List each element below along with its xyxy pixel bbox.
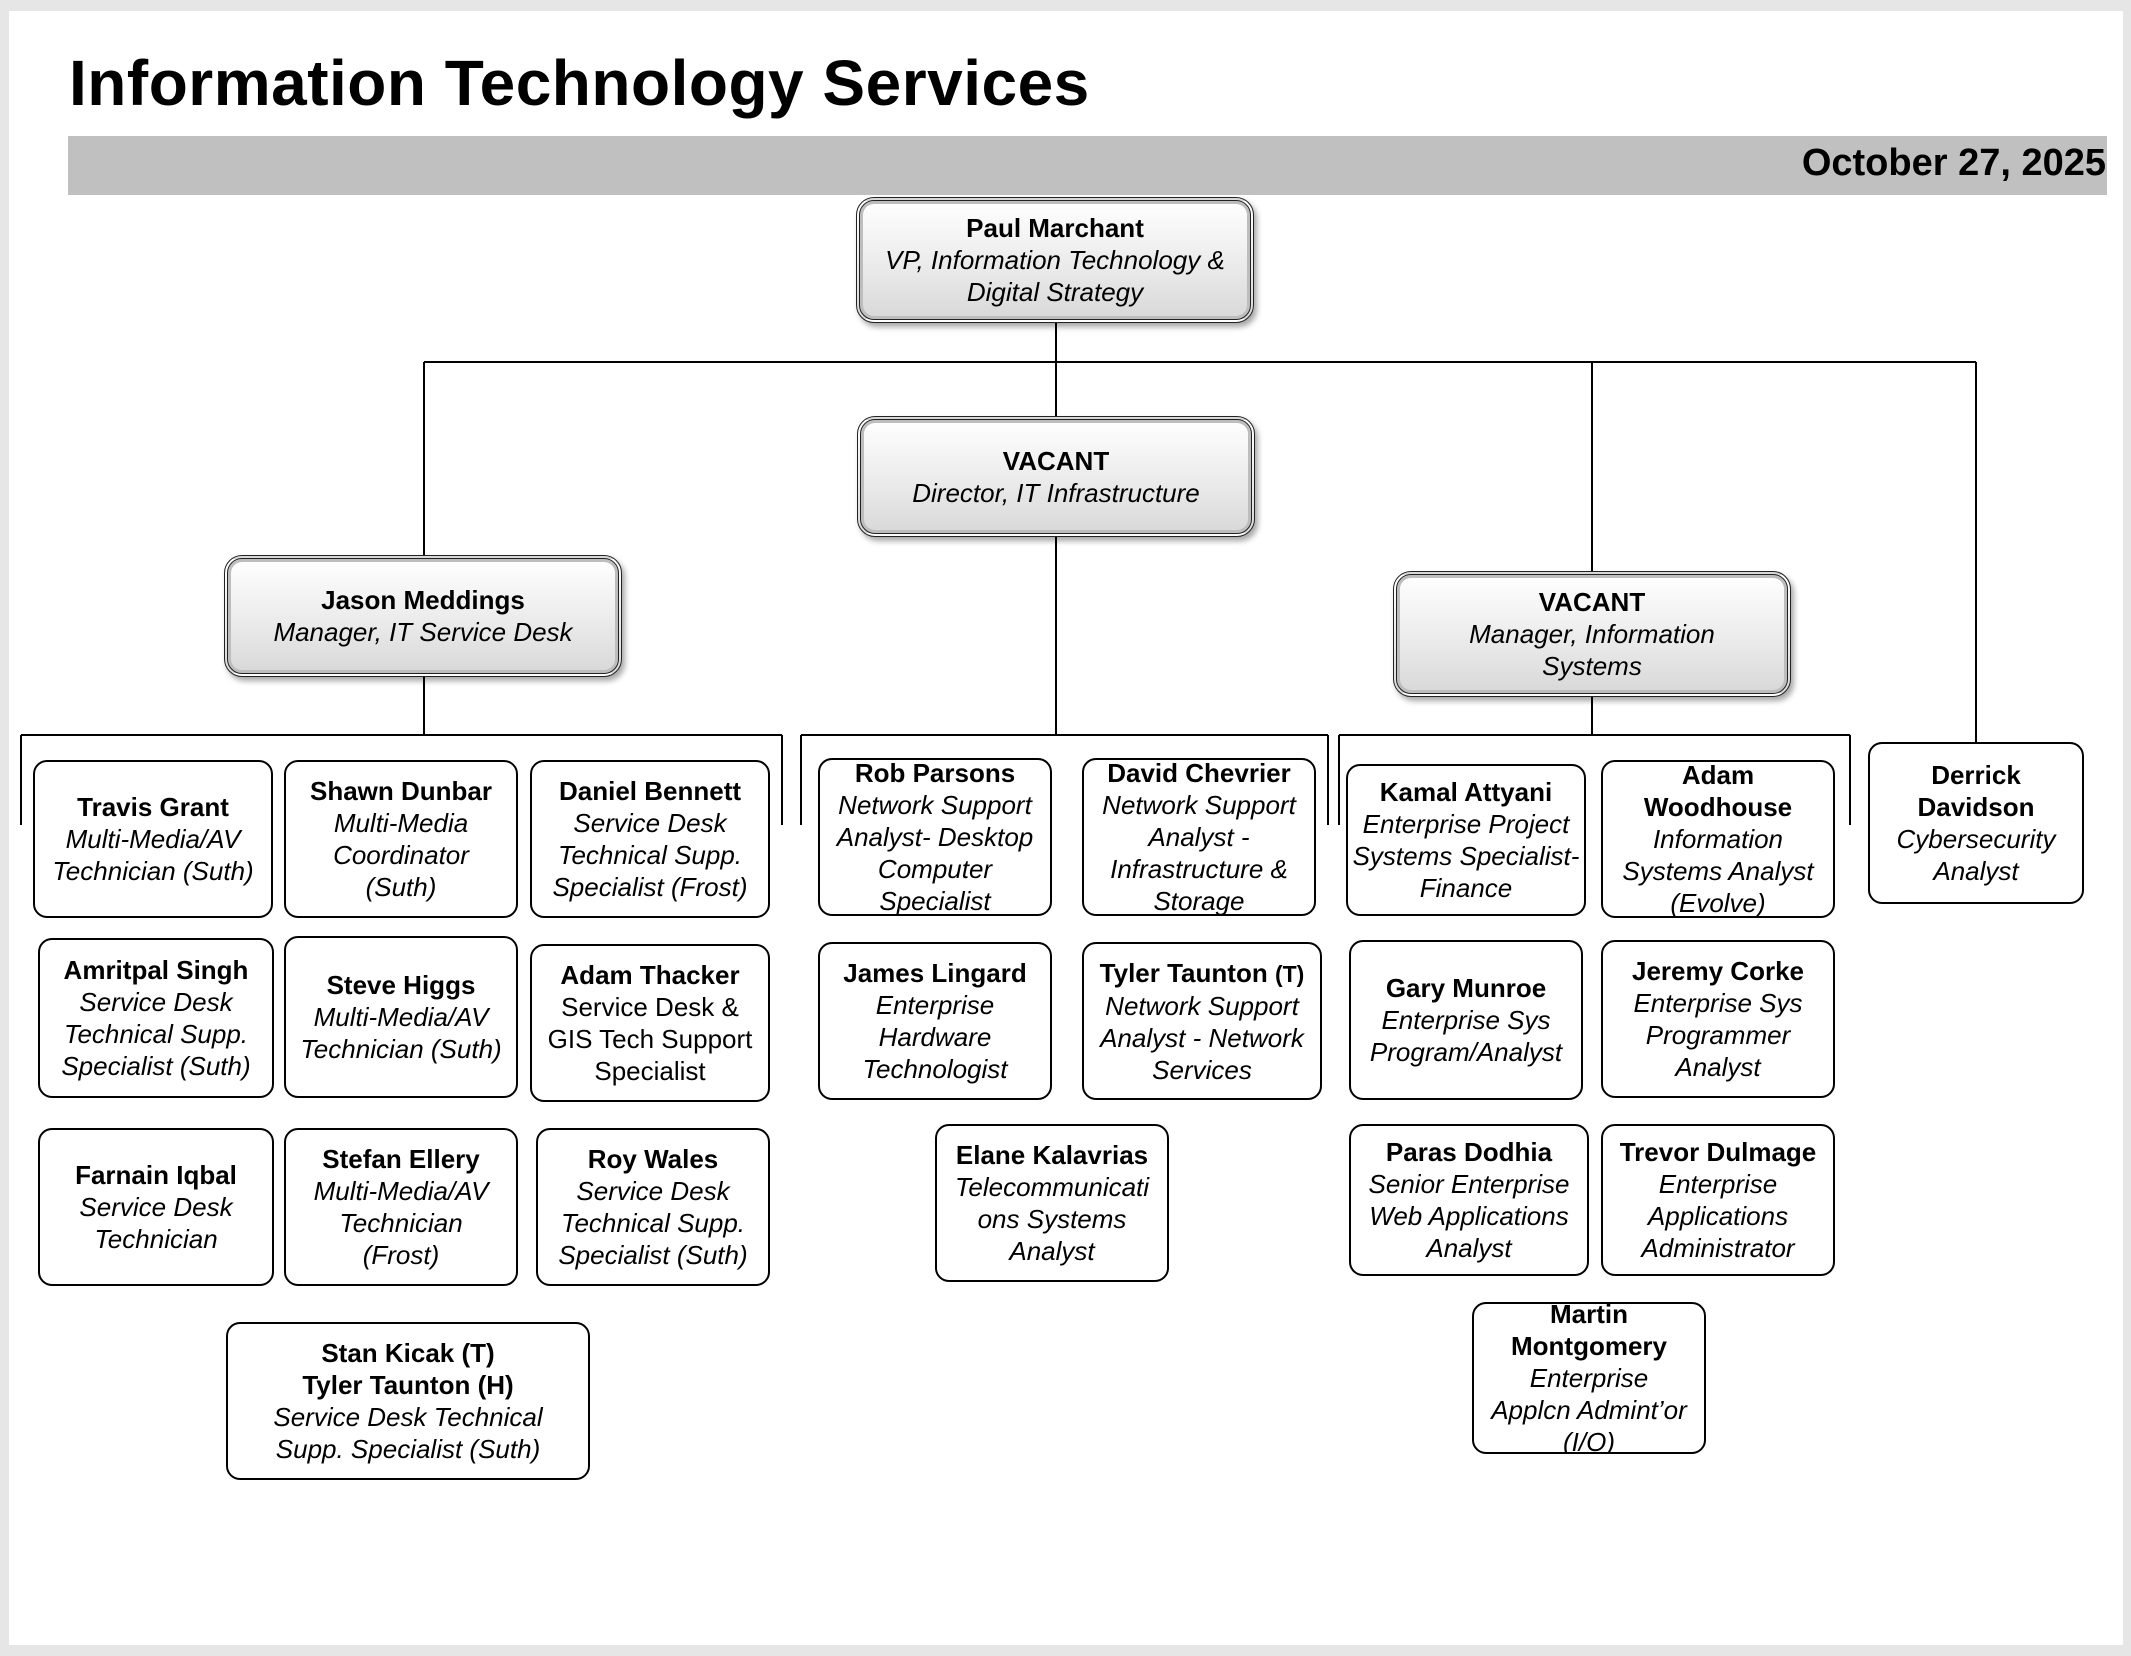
person-name: Jeremy Corke [1632, 956, 1804, 986]
date-label: October 27, 2025 [1801, 142, 2106, 184]
person-name: James Lingard [843, 958, 1027, 988]
staff-box: Trevor Dulmage Enterprise Applications A… [1601, 1124, 1835, 1276]
person-title: Cybersecurity Analyst [1896, 824, 2056, 886]
staff-box: Stefan Ellery Multi-Media/AV Technician … [284, 1128, 518, 1286]
staff-box: Roy Wales Service Desk Technical Supp. S… [536, 1128, 770, 1286]
person-name: Shawn Dunbar [309, 776, 492, 806]
person-title: Multi-Media/AV Technician (Frost) [313, 1176, 489, 1270]
person-title: Network Support Analyst - Network Servic… [1100, 990, 1304, 1085]
person-name: VACANT [1002, 445, 1110, 476]
staff-box: Shawn Dunbar Multi-Media Coordinator (Su… [284, 760, 518, 918]
person-name: Paul Marchant [966, 213, 1144, 243]
person-title: Multi-Media Coordinator (Suth) [333, 808, 469, 902]
person-name: Trevor Dulmage [1619, 1137, 1817, 1167]
staff-box: James Lingard Enterprise Hardware Techno… [818, 942, 1052, 1100]
person-name: VACANT [1538, 587, 1646, 617]
person-name-line: Tyler Taunton (T) [1100, 957, 1305, 990]
person-title: Information Systems Analyst (Evolve) [1622, 824, 1814, 918]
person-title: Service Desk Technical Supp. Specialist … [273, 1402, 543, 1464]
person-name: Derrick Davidson [1917, 760, 2035, 822]
staff-box: Gary Munroe Enterprise Sys Program/Analy… [1349, 940, 1583, 1100]
staff-box: Elane Kalavrias Telecommunicati ons Syst… [935, 1124, 1169, 1282]
staff-box: Rob Parsons Network Support Analyst- Des… [818, 758, 1052, 916]
person-title: Service Desk & GIS Tech Support Speciali… [547, 992, 753, 1086]
person-name: Daniel Bennett [558, 776, 742, 806]
person-name: Jason Meddings [321, 585, 525, 615]
person-title: Enterprise Applications Administrator [1641, 1169, 1795, 1263]
person-title: Manager, Information Systems [1469, 619, 1715, 681]
person-name-suffix: (T) [1274, 960, 1305, 987]
person-name: Farnain Iqbal [75, 1160, 237, 1190]
person-title: Enterprise Sys Program/Analyst [1369, 1005, 1563, 1067]
person-name: Gary Munroe [1385, 973, 1547, 1003]
person-name: Stan Kicak (T) [321, 1338, 495, 1368]
manager-service-desk-box: Jason Meddings Manager, IT Service Desk [224, 555, 622, 677]
person-title: Manager, IT Service Desk [273, 617, 573, 647]
staff-box: Travis Grant Multi-Media/AV Technician (… [33, 760, 273, 918]
person-title: Enterprise Sys Programmer Analyst [1633, 988, 1803, 1082]
person-title: Multi-Media/AV Technician (Suth) [52, 824, 254, 886]
person-name: Rob Parsons [854, 758, 1016, 788]
person-name: Martin Montgomery [1511, 1302, 1667, 1361]
staff-box: Kamal Attyani Enterprise Project Systems… [1346, 764, 1586, 916]
person-title: Multi-Media/AV Technician (Suth) [300, 1002, 502, 1064]
person-name-secondary: Tyler Taunton (H) [302, 1370, 514, 1400]
staff-box: Tyler Taunton (T) Network Support Analys… [1082, 942, 1322, 1100]
person-title: Service Desk Technical Supp. Specialist … [552, 808, 748, 902]
staff-box: Paras Dodhia Senior Enterprise Web Appli… [1349, 1124, 1589, 1276]
person-title: Network Support Analyst- Desktop Compute… [836, 790, 1034, 916]
staff-box: Derrick Davidson Cybersecurity Analyst [1868, 742, 2084, 904]
person-name: Tyler Taunton [1099, 957, 1268, 988]
person-name: Roy Wales [587, 1144, 719, 1174]
person-name: Adam Thacker [560, 960, 740, 990]
staff-box: Jeremy Corke Enterprise Sys Programmer A… [1601, 940, 1835, 1098]
staff-box: Steve Higgs Multi-Media/AV Technician (S… [284, 936, 518, 1098]
person-title: Network Support Analyst - Infrastructure… [1102, 790, 1296, 916]
page-title: Information Technology Services [69, 47, 1090, 119]
person-name: Stefan Ellery [322, 1144, 480, 1174]
person-title: Enterprise Project Systems Specialist-Fi… [1352, 809, 1580, 903]
person-title: Enterprise Hardware Technologist [862, 990, 1008, 1084]
staff-box: David Chevrier Network Support Analyst -… [1082, 758, 1316, 916]
person-title: Director, IT Infrastructure [912, 477, 1200, 508]
staff-box: Adam Woodhouse Information Systems Analy… [1601, 760, 1835, 918]
staff-box: Amritpal Singh Service Desk Technical Su… [38, 938, 274, 1098]
date-bar: October 27, 2025 [68, 136, 2107, 195]
person-name: Elane Kalavrias [955, 1140, 1149, 1170]
person-name: Steve Higgs [326, 970, 476, 1000]
staff-box: Adam Thacker Service Desk & GIS Tech Sup… [530, 944, 770, 1102]
person-name: David Chevrier [1107, 758, 1291, 788]
director-infrastructure-box: VACANT Director, IT Infrastructure [857, 416, 1255, 537]
staff-box: Stan Kicak (T) Tyler Taunton (H) Service… [226, 1322, 590, 1480]
person-title: Service Desk Technician [79, 1192, 233, 1254]
person-title: Service Desk Technical Supp. Specialist … [558, 1176, 748, 1270]
staff-box: Martin Montgomery Enterprise Applcn Admi… [1472, 1302, 1706, 1454]
person-title: Enterprise Applcn Admint’or (I/O) [1491, 1363, 1687, 1454]
staff-box: Daniel Bennett Service Desk Technical Su… [530, 760, 770, 918]
manager-information-systems-box: VACANT Manager, Information Systems [1393, 571, 1791, 697]
person-title: Senior Enterprise Web Applications Analy… [1368, 1169, 1570, 1263]
person-title: Telecommunicati ons Systems Analyst [954, 1172, 1150, 1266]
person-title: VP, Information Technology & Digital Str… [885, 245, 1225, 307]
person-title: Service Desk Technical Supp. Specialist … [61, 987, 251, 1081]
person-name: Adam Woodhouse [1643, 760, 1793, 822]
person-name: Paras Dodhia [1385, 1137, 1553, 1167]
vp-box: Paul Marchant VP, Information Technology… [856, 197, 1254, 323]
person-name: Kamal Attyani [1379, 777, 1553, 807]
staff-box: Farnain Iqbal Service Desk Technician [38, 1128, 274, 1286]
person-name: Amritpal Singh [63, 955, 249, 985]
person-name: Travis Grant [77, 792, 229, 822]
